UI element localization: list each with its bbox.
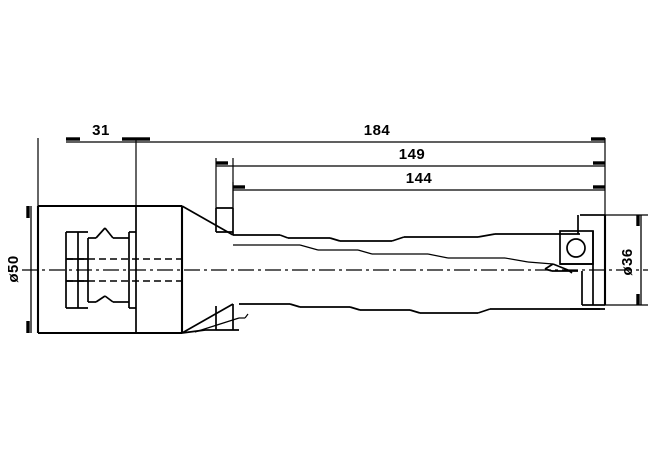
insert-pocket — [559, 230, 594, 265]
tip-transition — [544, 263, 578, 274]
dimension-flute-length-b: 144 — [233, 170, 605, 191]
shank-internal-detail — [65, 227, 182, 309]
dimension-label-31: 31 — [92, 122, 110, 139]
flute-lower-helix — [239, 313, 249, 319]
dimension-label-d36: ø36 — [619, 248, 636, 275]
dimension-label-144: 144 — [406, 170, 433, 187]
dimension-shank-length: 31 — [66, 122, 136, 143]
dimension-tip-diameter: ø36 — [605, 214, 648, 306]
dimension-label-d50: ø50 — [5, 255, 22, 282]
dimension-flute-length-a: 149 — [215, 146, 605, 208]
flute-upper-edge — [233, 233, 580, 242]
neck-taper — [181, 205, 239, 334]
flute-upper-helix — [233, 244, 554, 265]
extension-lines — [37, 138, 606, 215]
dimension-overall-length: 184 — [136, 122, 605, 143]
flute-lower-edge — [181, 303, 600, 334]
shank-body — [36, 204, 184, 335]
dimension-label-149: 149 — [399, 146, 426, 163]
dimension-label-184: 184 — [364, 122, 391, 139]
tip-end-face — [570, 214, 607, 310]
